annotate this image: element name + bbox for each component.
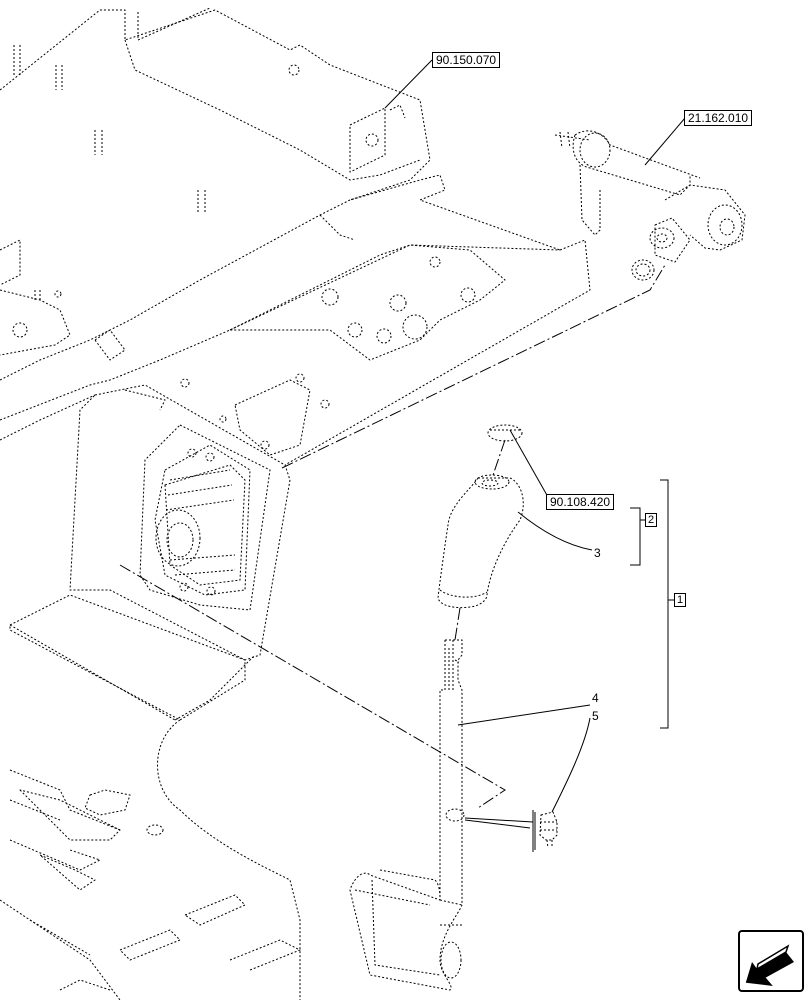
arrow-left-down-icon <box>745 944 794 986</box>
ref-label-90-150-070: 90.150.070 <box>432 52 501 68</box>
gear-lever <box>349 639 465 991</box>
leader-3 <box>517 511 593 551</box>
navigation-button[interactable] <box>738 930 804 992</box>
gear-knob <box>437 474 524 609</box>
item-number-5: 5 <box>592 709 599 723</box>
knob-cap <box>487 424 523 442</box>
ref-label-21-162-010: 21.162.010 <box>684 110 753 126</box>
leader-4 <box>457 704 591 726</box>
frame-rear-section <box>0 7 431 201</box>
group-label-1: 1 <box>674 593 686 607</box>
plug <box>539 811 558 849</box>
bracket-2 <box>630 507 645 566</box>
leader-21-162-010 <box>644 117 686 166</box>
group-label-2: 2 <box>645 513 657 527</box>
item-number-3: 3 <box>594 546 601 560</box>
cab-floor <box>0 594 301 1000</box>
ref-label-90-108-420: 90.108.420 <box>546 494 615 510</box>
leader-plug <box>464 810 536 852</box>
frame-main-beam <box>0 174 591 466</box>
bracket-1 <box>660 479 674 729</box>
leader-5 <box>551 717 591 813</box>
lift-cylinder <box>554 130 746 281</box>
centerline-knob <box>454 439 506 641</box>
leader-90-108-420 <box>509 429 549 498</box>
centerline-lever <box>119 564 506 809</box>
leader-90-150-070 <box>384 59 433 109</box>
gear-lever-housing <box>69 384 291 661</box>
frame-pins <box>13 45 206 300</box>
item-number-4: 4 <box>592 691 599 705</box>
centerline-cylinder <box>281 264 666 469</box>
